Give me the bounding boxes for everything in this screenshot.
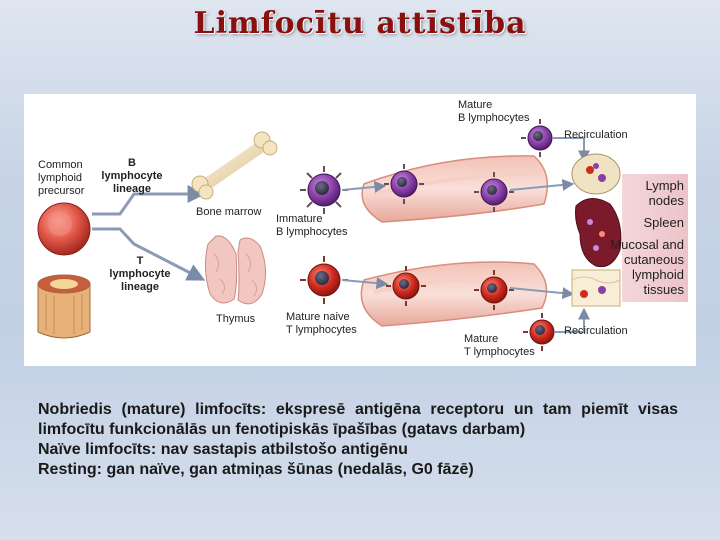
lymph-nodes-label: nodes xyxy=(649,193,685,208)
common-precursor-label: Common lymphoid precursor xyxy=(38,159,85,197)
mature-t-label: Mature T lymphocytes xyxy=(464,333,535,358)
spleen-image xyxy=(576,198,621,266)
label-line: Mature naive xyxy=(286,311,350,323)
label-line: lymphocyte xyxy=(109,268,170,280)
lymph-nodes-label: Lymph xyxy=(645,178,684,193)
label-line: Immature xyxy=(276,213,322,225)
mature-naive-t-cell xyxy=(300,256,348,304)
diagram-svg: Common lymphoid precursor B lymphocyte l… xyxy=(24,94,696,366)
label-line: Mature xyxy=(464,333,498,345)
definitions-text: Nobriedis (mature) limfocīts: ekspresē a… xyxy=(38,400,678,480)
lymph-node-image xyxy=(572,154,620,194)
label-line: lineage xyxy=(121,281,159,293)
spleen-label: Spleen xyxy=(644,215,684,230)
label-line: precursor xyxy=(38,185,85,197)
mucosal-tissue-image xyxy=(572,270,620,306)
label-line: Mature xyxy=(458,99,492,111)
label-line: T lymphocytes xyxy=(464,346,535,358)
immature-b-cell xyxy=(300,166,348,214)
slide-title: Limfocītu attīstība xyxy=(0,6,720,41)
immature-b-label: Immature B lymphocytes xyxy=(276,213,348,238)
definition-mature: Nobriedis (mature) limfocīts: ekspresē a… xyxy=(38,400,678,440)
recirculation-arrow xyxy=(552,138,584,160)
recirculation-top-label: Recirculation xyxy=(564,129,628,141)
label-line: T lymphocytes xyxy=(286,324,357,336)
label-line: lymphoid xyxy=(38,172,82,184)
precursor-cell xyxy=(38,203,90,255)
bone-section-image xyxy=(38,275,90,338)
label-line: lineage xyxy=(113,183,151,195)
definition-resting: Resting: gan naïve, gan atmiņas šūnas (n… xyxy=(38,460,678,480)
label-line: T xyxy=(137,255,144,267)
bone-marrow-label: Bone marrow xyxy=(196,206,261,218)
label-line: B lymphocytes xyxy=(458,112,530,124)
label-line: B xyxy=(128,157,136,169)
recirculation-bottom-label: Recirculation xyxy=(564,325,628,337)
label-line: B lymphocytes xyxy=(276,226,348,238)
label-line: lymphocyte xyxy=(101,170,162,182)
lymphocyte-development-diagram: Common lymphoid precursor B lymphocyte l… xyxy=(24,94,696,366)
mature-b-label: Mature B lymphocytes xyxy=(458,99,530,124)
b-lineage-label: B lymphocyte lineage xyxy=(101,157,162,195)
b-lineage-arrow xyxy=(92,194,202,214)
thymus-label: Thymus xyxy=(216,313,256,325)
mature-naive-t-label: Mature naive T lymphocytes xyxy=(286,311,357,336)
t-lineage-label: T lymphocyte lineage xyxy=(109,255,170,293)
mucosal-label: Mucosal and xyxy=(610,237,684,252)
definition-naive: Naïve limfocīts: nav sastapis atbilstošo… xyxy=(38,440,678,460)
mucosal-label: lymphoid xyxy=(632,267,684,282)
mucosal-label: tissues xyxy=(644,282,685,297)
vessel-bottom xyxy=(361,262,546,326)
femur-bone-image xyxy=(192,132,277,199)
mucosal-label: cutaneous xyxy=(624,252,684,267)
thymus-image xyxy=(205,236,265,304)
label-line: Common xyxy=(38,159,83,171)
